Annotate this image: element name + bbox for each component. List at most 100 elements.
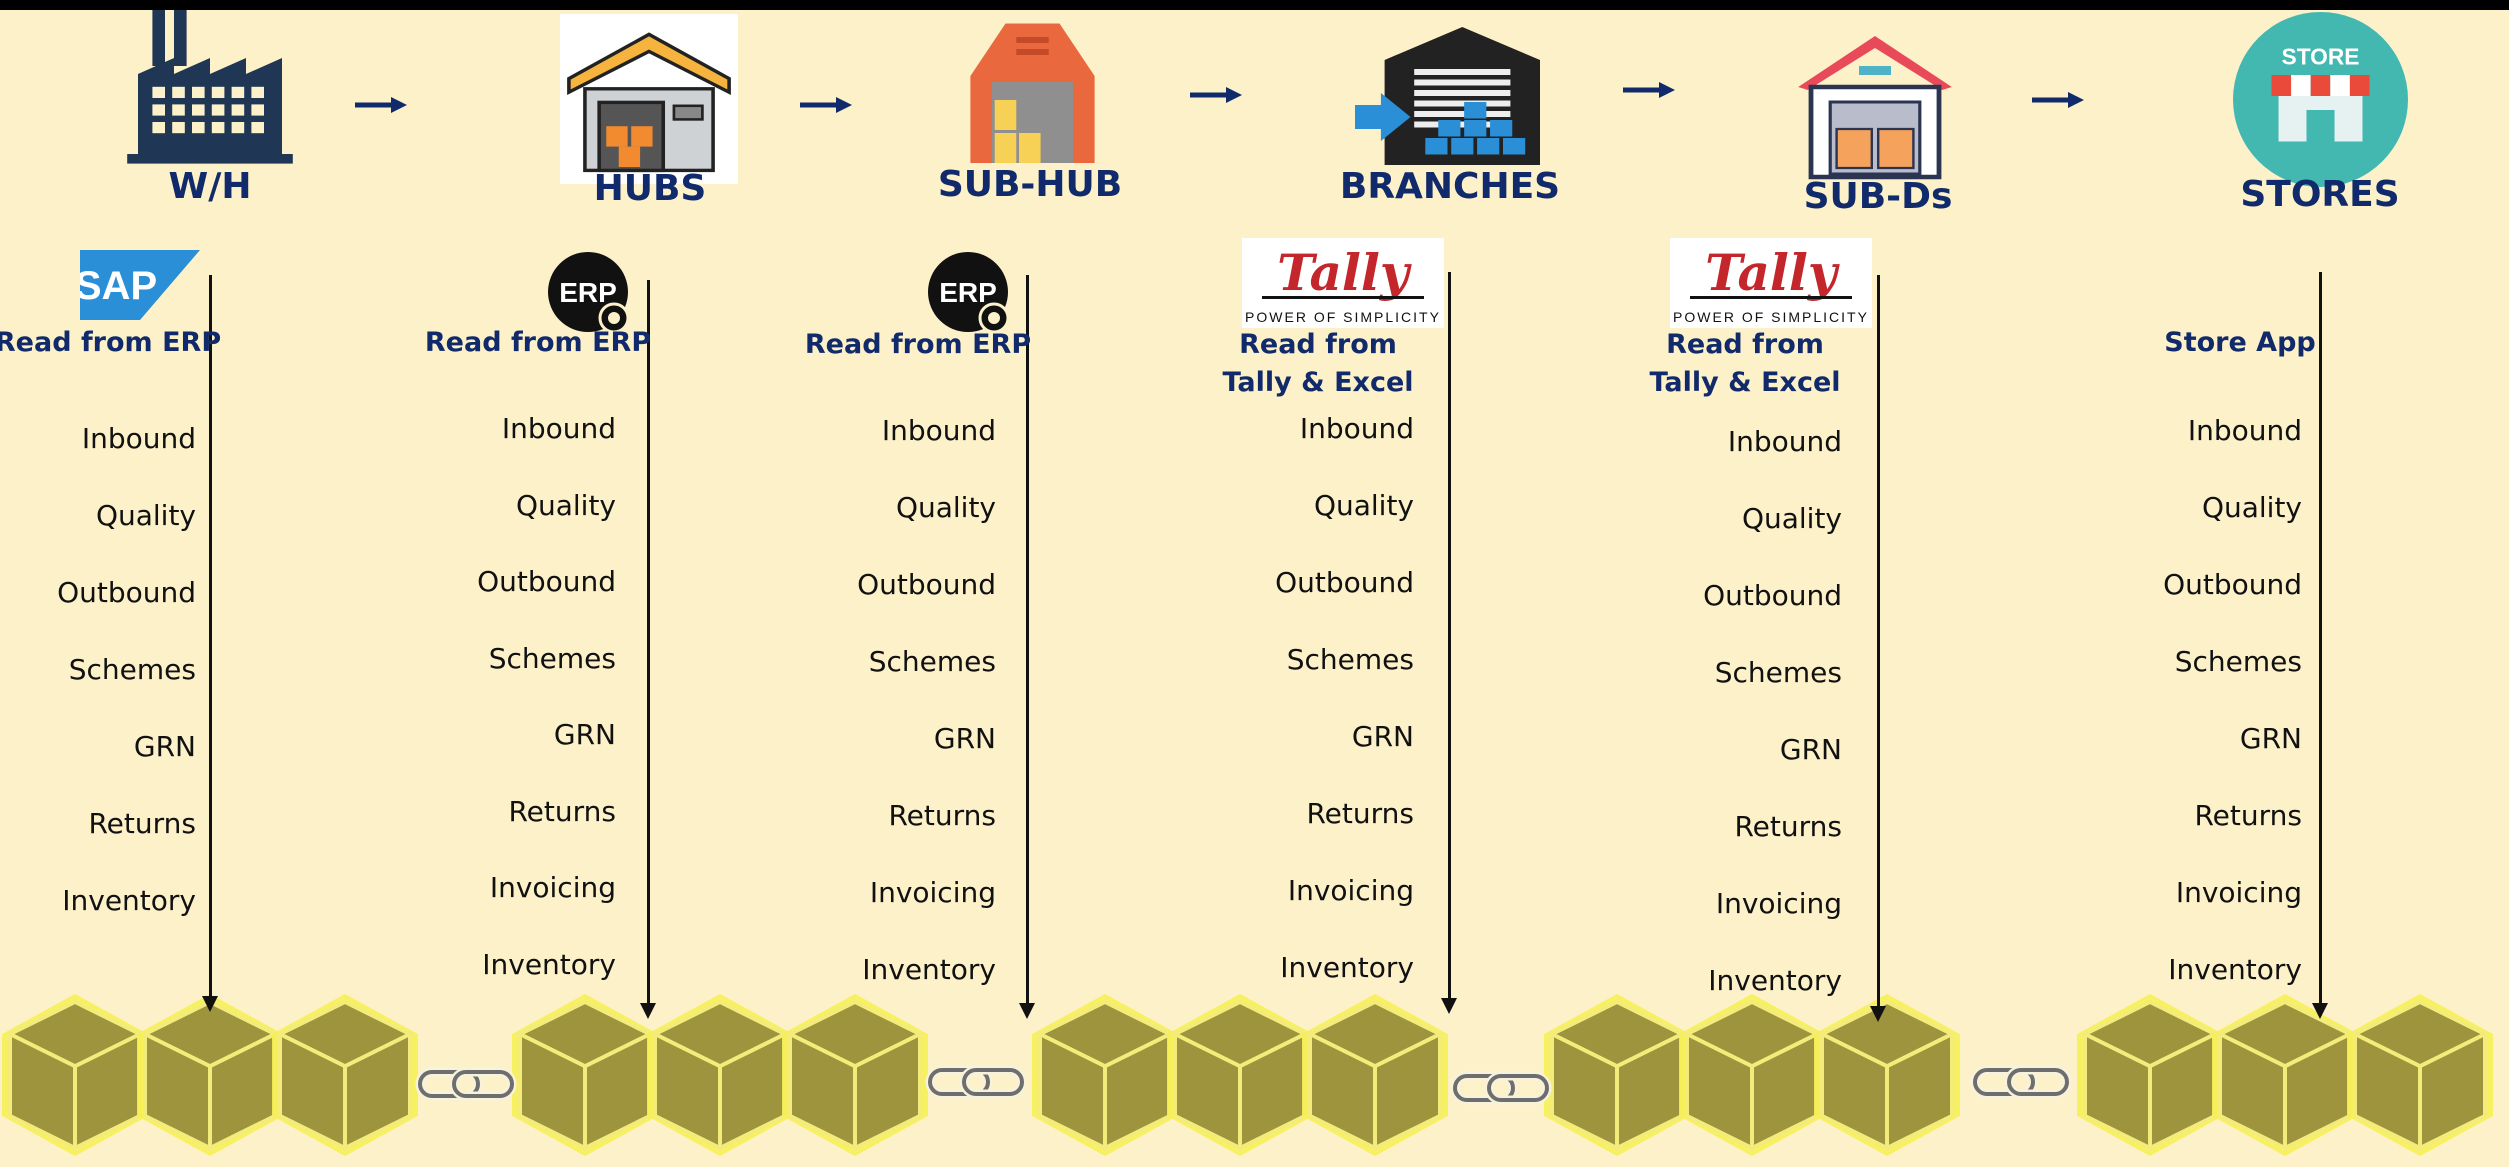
process-item: Quality [515, 488, 616, 522]
svg-text:Tally: Tally [1277, 243, 1412, 302]
svg-text:Tally: Tally [1705, 243, 1840, 302]
block-cube [2347, 994, 2493, 1156]
loading-dock-icon [1355, 18, 1540, 168]
process-item: Invoicing [1715, 887, 1842, 920]
source-label-line: Read from [1239, 329, 1397, 360]
process-item: Invoicing [1287, 874, 1414, 907]
flow-right-arrow [2032, 92, 2084, 108]
source-label: Read from ERP [425, 324, 651, 362]
flow-down-arrowhead [1870, 1006, 1886, 1022]
process-item: Returns [888, 799, 996, 832]
svg-text:ERP: ERP [559, 277, 617, 308]
process-item: Inventory [62, 884, 196, 917]
warehouse-icon [560, 14, 738, 184]
block-cube [2077, 994, 2223, 1156]
erp-gear-logo: ERP [548, 252, 638, 334]
process-item: Quality [95, 499, 196, 532]
process-item: Invoicing [489, 871, 616, 904]
process-item: Returns [1306, 797, 1414, 830]
flow-down-arrowhead [2312, 1003, 2328, 1019]
flow-right-arrow [355, 97, 407, 113]
process-item: Schemes [488, 641, 616, 675]
stage-title: STORES [2240, 174, 2400, 215]
source-label-line: Tally & Excel [1222, 367, 1414, 398]
process-item: Inbound [81, 422, 196, 455]
process-item: Returns [88, 807, 196, 840]
process-item: Quality [2201, 491, 2302, 524]
storage-unit-icon [965, 16, 1100, 166]
block-cube [2212, 994, 2358, 1156]
process-item: Outbound [57, 576, 196, 609]
process-item: Inventory [1708, 964, 1842, 997]
sap-logo: SAP [75, 250, 200, 320]
block-cube [1679, 994, 1825, 1156]
source-label-line: Read from ERP [804, 329, 1032, 360]
process-item: Schemes [2174, 645, 2302, 678]
factory-icon [120, 10, 300, 170]
process-item: Quality [895, 491, 996, 524]
chain-link-icon [1450, 1071, 1552, 1105]
flow-right-arrow [1623, 82, 1675, 98]
process-item: GRN [933, 722, 996, 755]
svg-text:POWER OF SIMPLICITY: POWER OF SIMPLICITY [1245, 309, 1441, 325]
process-item: GRN [553, 718, 616, 751]
process-item: GRN [2239, 722, 2302, 755]
source-label: Read from ERP [805, 326, 1031, 364]
flow-down-line [1877, 275, 1880, 1008]
flow-down-line [1026, 275, 1029, 1005]
stage-title: SUB-HUB [937, 164, 1123, 205]
process-item: Inbound [501, 412, 616, 445]
process-item: Returns [2194, 799, 2302, 832]
process-item: GRN [133, 730, 196, 763]
source-label-line: Tally & Excel [1649, 367, 1841, 398]
process-item: Inbound [881, 414, 996, 447]
process-item: Inbound [1299, 412, 1414, 445]
process-item: Outbound [2163, 568, 2302, 601]
process-item: Inbound [1727, 425, 1842, 458]
process-item: Quality [1741, 502, 1842, 535]
stage-title: W/H [168, 166, 252, 207]
stage-title: SUB-Ds [1803, 176, 1953, 217]
chain-link-icon [925, 1065, 1027, 1099]
block-cube [1032, 994, 1178, 1156]
process-item: Returns [508, 794, 616, 828]
block-cube [647, 994, 793, 1156]
block-cube [782, 994, 928, 1156]
block-cube [1814, 994, 1960, 1156]
process-item: Schemes [1714, 656, 1842, 689]
flow-down-line [209, 275, 212, 998]
process-item: GRN [1351, 720, 1414, 753]
process-item: Inventory [2168, 953, 2302, 986]
flow-down-line [1448, 272, 1451, 1000]
flow-down-arrowhead [1441, 998, 1457, 1014]
chain-link-icon [1970, 1065, 2072, 1099]
flow-right-arrow [1190, 87, 1242, 103]
flow-right-arrow [800, 97, 852, 113]
process-item: Schemes [68, 653, 196, 686]
process-item: Schemes [868, 645, 996, 678]
process-item: Inventory [862, 953, 996, 986]
flow-down-arrowhead [202, 996, 218, 1012]
erp-gear-logo: ERP [928, 252, 1018, 334]
svg-text:SAP: SAP [80, 264, 157, 308]
depot-icon [1795, 30, 1955, 180]
block-cube [1167, 994, 1313, 1156]
svg-text:ERP: ERP [939, 277, 997, 308]
source-label: Read from ERP [0, 324, 221, 362]
stage-title: HUBS [593, 168, 707, 209]
process-item: Outbound [857, 568, 996, 601]
flow-down-arrowhead [640, 1003, 656, 1019]
source-label-line: Store App [2164, 327, 2316, 358]
flow-down-line [647, 280, 650, 1005]
block-cube [272, 994, 418, 1156]
process-item: Returns [1734, 810, 1842, 843]
blockchain-layer [2, 994, 2493, 1156]
block-cube [512, 994, 658, 1156]
process-item: GRN [1779, 733, 1842, 766]
store-icon: STORE [2233, 12, 2408, 187]
block-cube [2, 994, 148, 1156]
source-label-line: Read from ERP [424, 327, 652, 358]
